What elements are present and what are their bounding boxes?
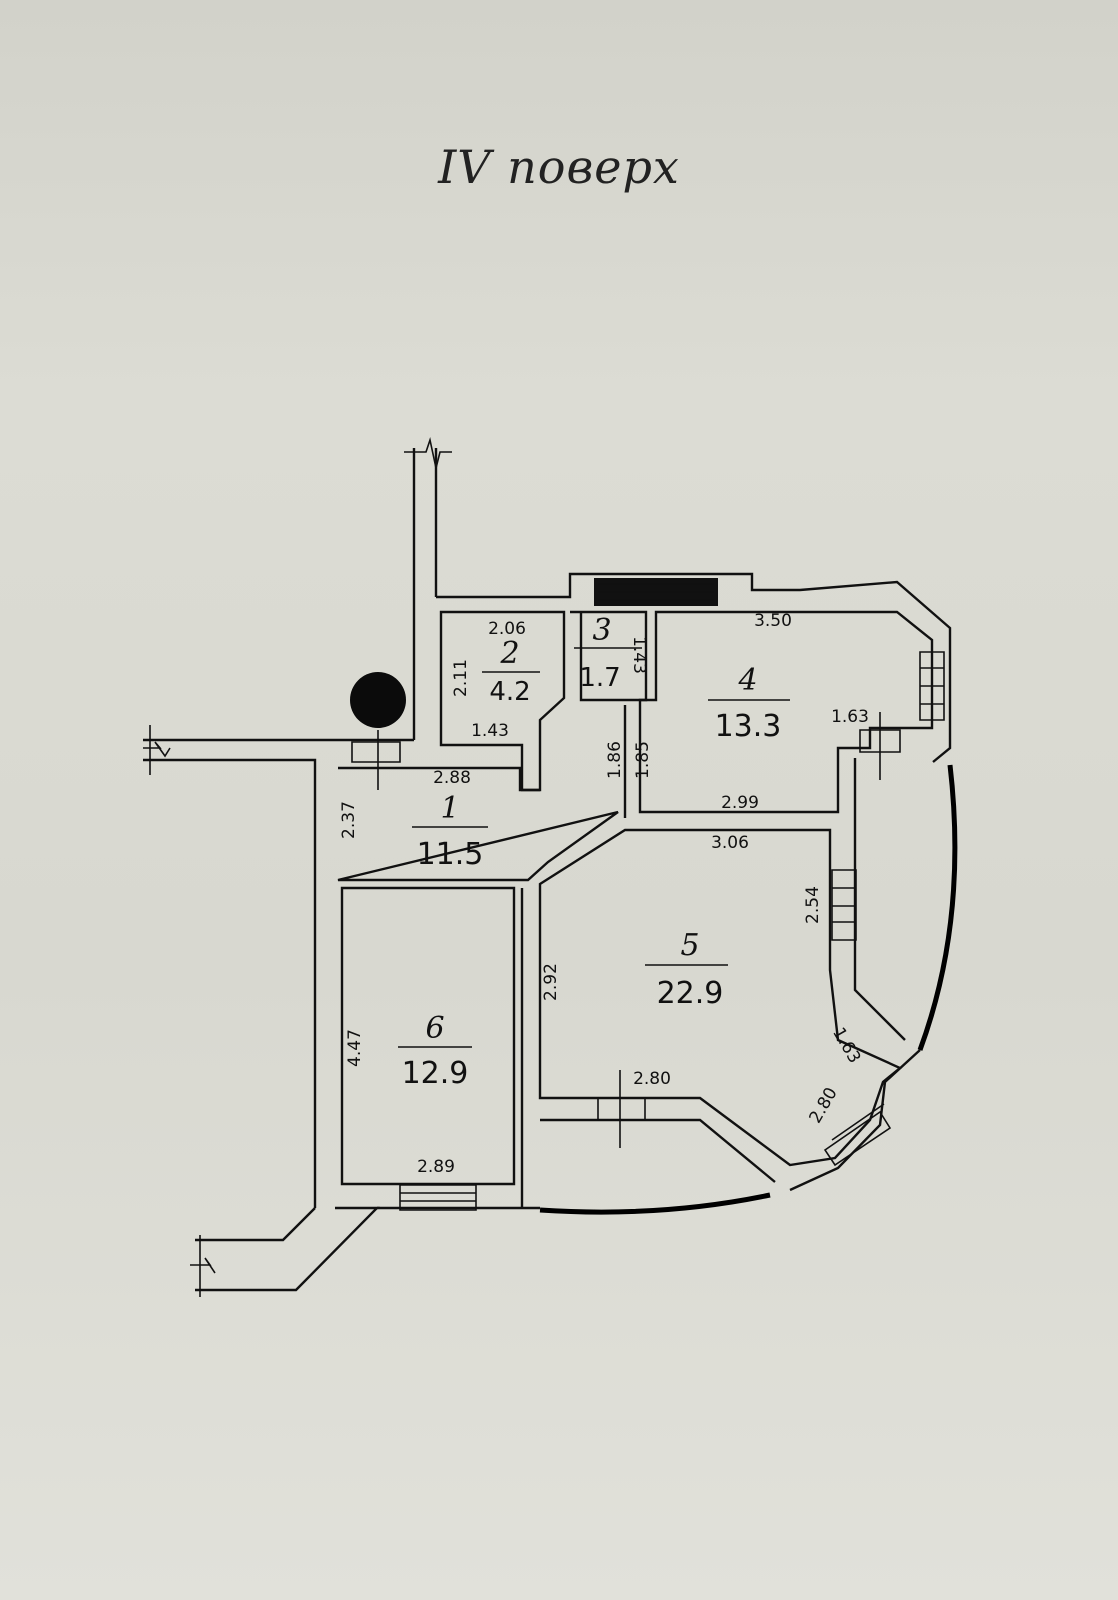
dim-corridor-1: 1.86 xyxy=(605,741,625,779)
dim-r4-right: 1.63 xyxy=(831,707,869,727)
dim-r2-width: 2.06 xyxy=(488,619,526,639)
room-5-area: 22.9 xyxy=(657,976,724,1011)
dim-r4-top: 3.50 xyxy=(754,611,792,631)
interior-walls xyxy=(337,610,934,1208)
door-room-5 xyxy=(597,1070,646,1148)
dim-r5-right: 2.54 xyxy=(803,886,823,924)
room-5-walls xyxy=(538,828,903,1167)
grille-lines xyxy=(598,583,714,601)
room-4-area: 13.3 xyxy=(715,709,782,744)
dim-r5-top: 3.06 xyxy=(711,833,749,853)
dim-r1-top: 2.88 xyxy=(433,768,471,788)
room-4-number: 4 xyxy=(737,663,757,698)
dim-r4-bottom: 2.99 xyxy=(721,793,759,813)
room-6-walls xyxy=(340,886,516,1186)
dim-r2-bottom: 1.43 xyxy=(471,721,509,741)
room-1-area: 11.5 xyxy=(417,837,484,872)
room-3-number: 3 xyxy=(592,613,611,648)
top-stub-wall xyxy=(412,448,438,740)
upper-outer-wall xyxy=(436,572,952,763)
room-labels: 2 4.2 3 1.7 4 13.3 1 11.5 5 22.9 6 12.9 xyxy=(398,613,790,1091)
room-4-walls xyxy=(638,610,934,814)
room-6-area: 12.9 xyxy=(402,1056,469,1091)
dim-r3-height: 1.43 xyxy=(629,636,649,674)
floor-title: IV поверх xyxy=(438,140,680,194)
lower-balcony-wall xyxy=(520,888,776,1208)
room-2-number: 2 xyxy=(499,636,519,671)
window-room-6 xyxy=(399,1184,477,1211)
dim-r1-left: 2.37 xyxy=(339,801,359,839)
dim-balcony-arc: 2.80 xyxy=(806,1084,842,1127)
window-room-4 xyxy=(919,651,945,721)
riser-pipe-icon xyxy=(350,672,406,728)
dimension-labels: 2.06 2.11 1.43 1.43 3.50 1.63 2.99 2.88 … xyxy=(339,611,869,1177)
walls xyxy=(143,436,958,1297)
bottom-break-mark xyxy=(190,1235,216,1297)
dim-r6-left: 4.47 xyxy=(345,1029,365,1067)
dim-corridor-2: 1.85 xyxy=(633,741,653,779)
room-6-number: 6 xyxy=(425,1011,444,1046)
door-room-4 xyxy=(859,712,901,780)
dim-r2-height: 2.11 xyxy=(451,659,471,697)
bottom-left-wall xyxy=(195,1206,380,1292)
room-5-number: 5 xyxy=(680,928,699,963)
room-1-walls xyxy=(337,766,619,882)
room-3-area: 1.7 xyxy=(579,663,620,693)
top-break-mark xyxy=(404,436,452,469)
dim-r5-bottom: 2.80 xyxy=(633,1069,671,1089)
window-room-5 xyxy=(831,869,857,941)
balcony-inner-wall xyxy=(853,758,906,1041)
dim-balcony-side: 1.63 xyxy=(828,1024,864,1067)
dim-r5-left: 2.92 xyxy=(541,963,561,1001)
dim-r6-bottom: 2.89 xyxy=(417,1157,455,1177)
windows xyxy=(351,578,945,1211)
left-arm-wall xyxy=(143,738,414,1208)
room-2-area: 4.2 xyxy=(489,677,530,707)
room-1-number: 1 xyxy=(440,791,459,826)
balcony-curve-bottom xyxy=(539,1192,771,1215)
window-balcony xyxy=(823,1103,892,1167)
door-room-1 xyxy=(351,730,401,790)
balcony-curve-right xyxy=(917,764,958,1051)
left-break-mark xyxy=(143,725,171,775)
